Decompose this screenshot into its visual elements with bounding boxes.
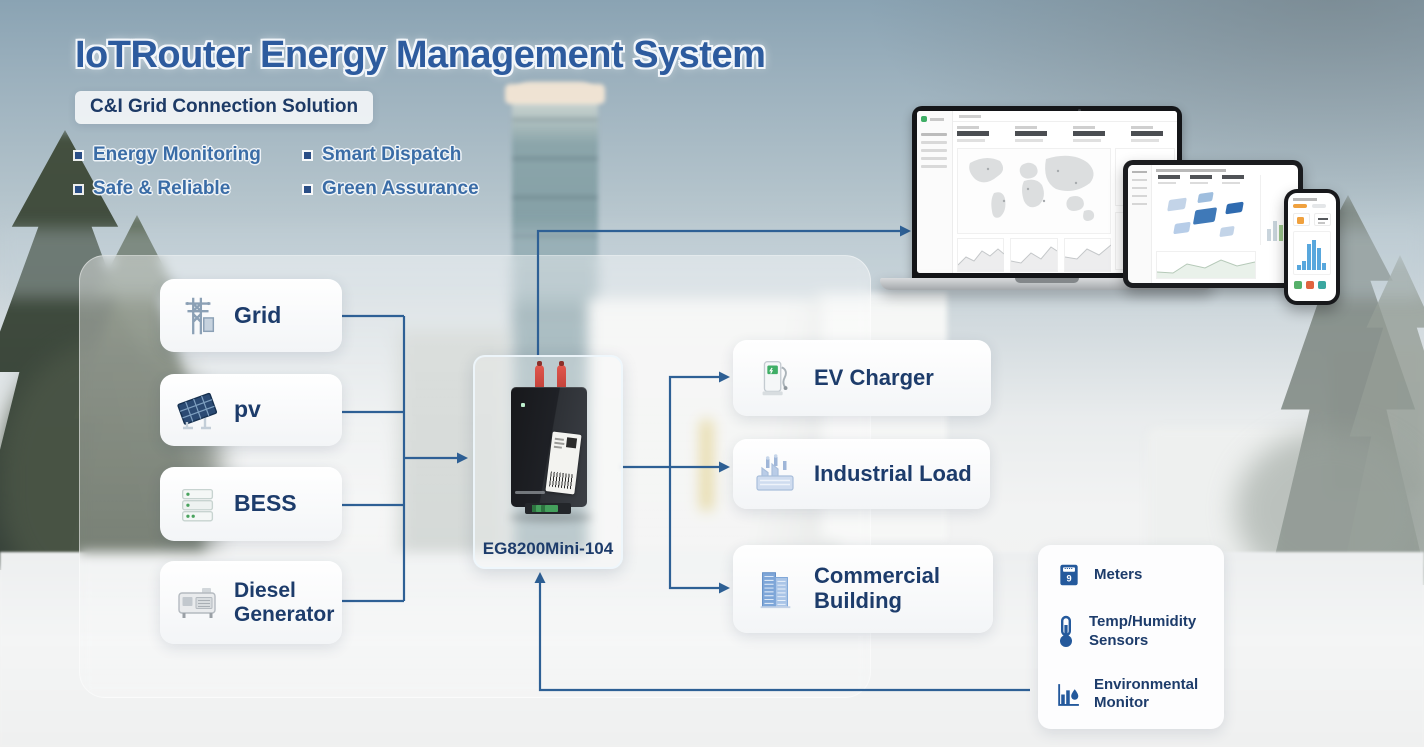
source-card-pv: pv (160, 374, 342, 446)
feature-item: Energy Monitoring (75, 144, 304, 166)
source-label: Grid (234, 301, 282, 328)
barcode-icon (549, 471, 574, 490)
solar-panel-icon (172, 386, 224, 434)
router-body (511, 387, 587, 507)
source-card-bess: BESS (160, 467, 342, 541)
load-card-commercial: Commercial Building (733, 545, 993, 633)
load-card-ev-charger: EV Charger (733, 340, 991, 416)
sensor-item-environmental: Environmental Monitor (1055, 676, 1214, 714)
ev-charger-icon (749, 354, 801, 402)
load-label: Commercial Building (814, 563, 940, 613)
page-title: IoTRouter Energy Management System (75, 34, 766, 76)
environmental-monitor-icon (1055, 681, 1082, 708)
subtitle-badge: C&I Grid Connection Solution (75, 91, 374, 124)
svg-text:9: 9 (1066, 574, 1071, 584)
feature-item: Green Assurance (304, 178, 765, 200)
brand-mark (515, 491, 545, 494)
dashboard-stats (957, 126, 1175, 144)
gateway-card: EG8200Mini-104 (473, 355, 623, 569)
tablet-area-chart (1156, 251, 1256, 279)
antenna-icon (557, 361, 566, 389)
qr-code-icon (565, 437, 578, 449)
bullet-square-icon (75, 151, 82, 159)
source-label: pv (234, 396, 261, 423)
battery-storage-icon (172, 480, 224, 528)
load-card-industrial: Industrial Load (733, 439, 990, 509)
bullet-square-icon (304, 151, 311, 159)
gateway-model-label: EG8200Mini-104 (482, 539, 614, 558)
dashboard-line-charts (957, 238, 1111, 272)
bullet-square-icon (304, 185, 311, 193)
meter-icon: 9 (1055, 562, 1082, 588)
world-map-widget (957, 148, 1111, 234)
source-label: Diesel Generator (234, 578, 335, 626)
feature-item: Safe & Reliable (75, 178, 304, 200)
header: IoTRouter Energy Management System C&I G… (75, 34, 766, 206)
sensor-item-temp-humidity: Temp/Humidity Sensors (1055, 613, 1214, 651)
office-buildings-icon (749, 564, 801, 614)
load-label: EV Charger (814, 364, 934, 390)
camera-dot-icon (1078, 109, 1081, 112)
transmission-tower-icon (172, 291, 224, 341)
phone-app-screen (1288, 193, 1336, 301)
tablet-mockup (1123, 160, 1303, 288)
source-card-diesel: Diesel Generator (160, 561, 342, 644)
gateway-device-image (503, 361, 607, 522)
source-label: BESS (234, 490, 297, 517)
source-card-grid: Grid (160, 279, 342, 352)
app-logo-icon (921, 116, 927, 122)
bullet-square-icon (75, 185, 82, 193)
load-label: Industrial Load (814, 460, 972, 486)
terminal-block (525, 503, 571, 514)
feature-item: Smart Dispatch (304, 144, 765, 166)
phone-bar-chart (1293, 231, 1331, 275)
antenna-icon (535, 361, 544, 389)
thermometer-icon (1055, 614, 1077, 650)
feature-list: Energy Monitoring Smart Dispatch Safe & … (75, 138, 765, 206)
tablet-dashboard (1128, 165, 1298, 283)
diesel-generator-icon (172, 579, 224, 627)
sensors-card: 9 Meters Temp/Humidity Sensors Environme… (1038, 545, 1224, 729)
phone-mockup (1284, 189, 1340, 305)
sensor-item-meters: 9 Meters (1055, 562, 1214, 588)
device-label-sticker (545, 431, 582, 495)
factory-icon (749, 450, 801, 498)
